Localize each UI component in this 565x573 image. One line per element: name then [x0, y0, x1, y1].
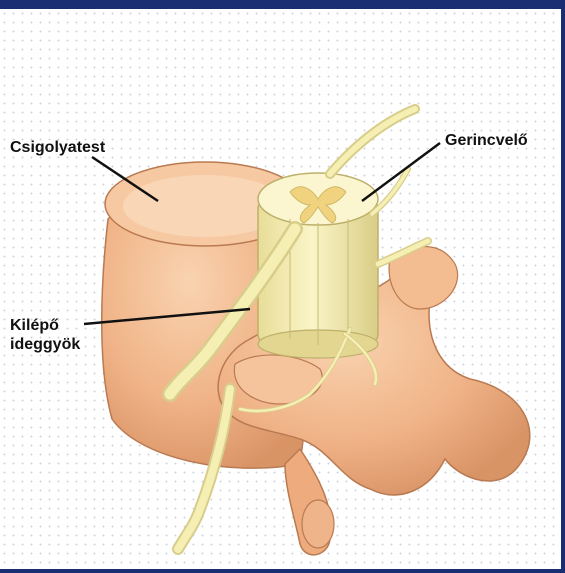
diagram-canvas: Csigolyatest Gerincvelő Kilépő ideggyök [0, 9, 561, 569]
right-border [561, 0, 565, 573]
bottom-border [0, 569, 565, 573]
top-border [0, 0, 565, 9]
nerve-root-label-line1: Kilépő [10, 316, 80, 335]
nerve-root-label-line2: ideggyök [10, 335, 80, 354]
spinal-cord-label: Gerincvelő [445, 131, 528, 150]
spine-illustration [0, 9, 561, 569]
nerve-root-label: Kilépő ideggyök [10, 316, 80, 354]
vertebral-body-label: Csigolyatest [10, 138, 105, 157]
leader-spinal-cord [362, 143, 440, 201]
